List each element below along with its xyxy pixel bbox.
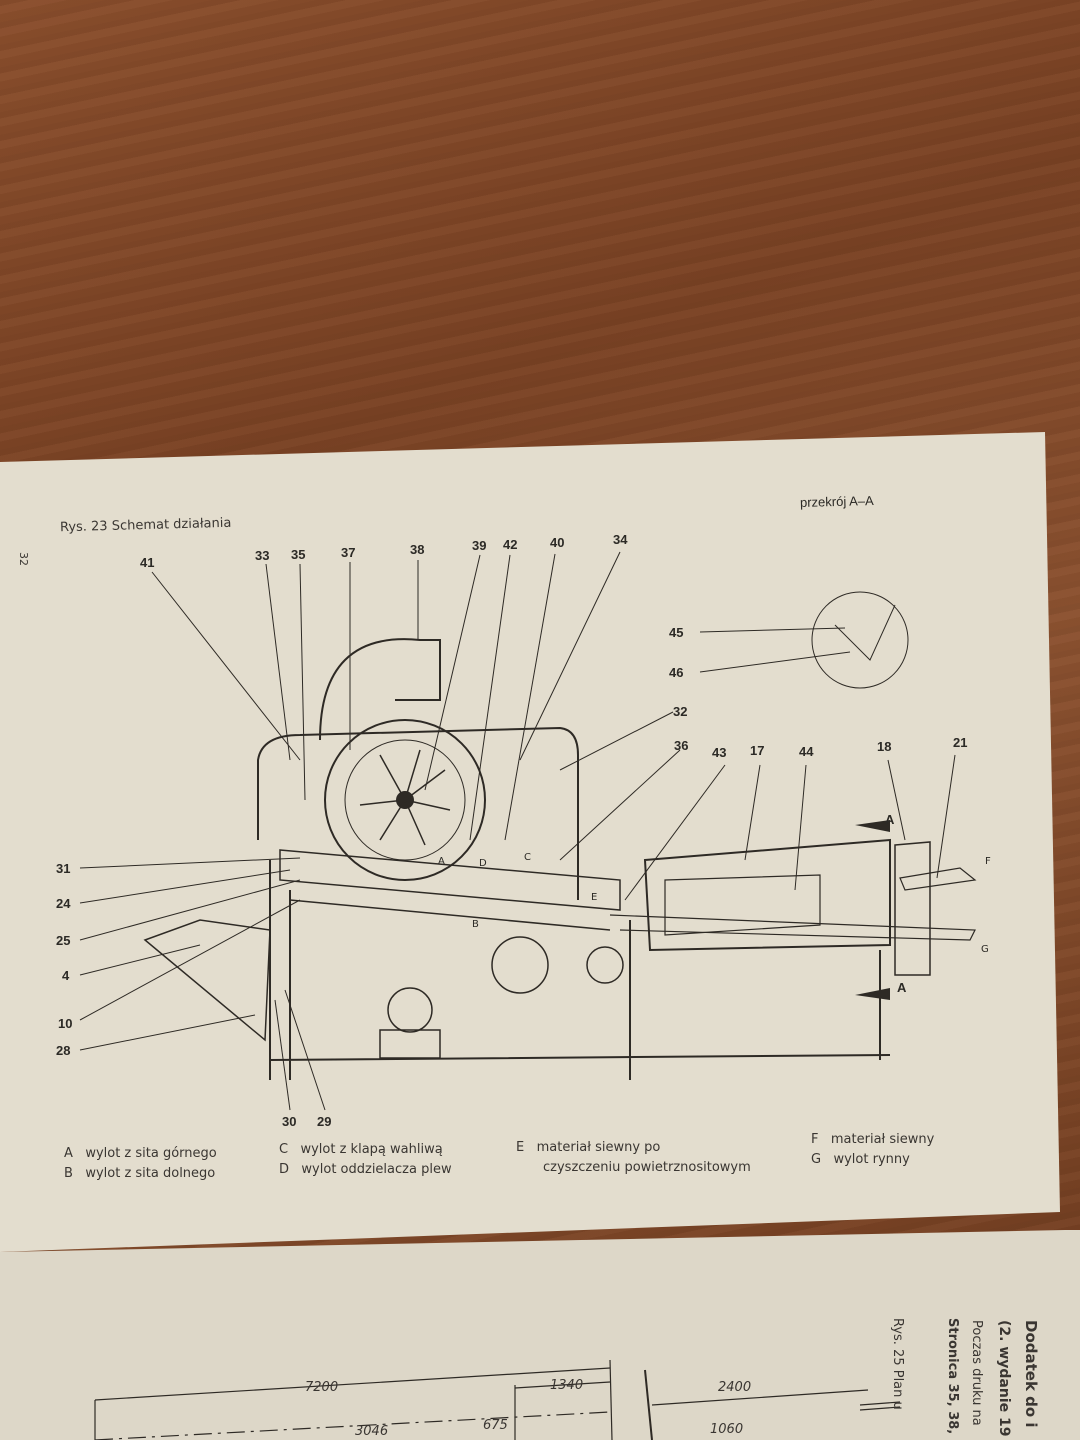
legend-item-a: A wylot z sita górnego [64,1146,217,1161]
pulley-small [586,946,624,984]
section-mark: A [897,980,907,995]
callout: 24 [56,896,71,911]
side-text: Dodatek do i [1022,1320,1040,1428]
callout: 30 [282,1114,297,1129]
book-page-top [0,432,1060,1252]
fan-wheel [324,719,486,881]
callout: 43 [712,745,727,760]
dimension-label: 1060 [710,1422,744,1437]
callout: 40 [550,535,565,550]
section-caption: przekrój A–A [799,493,874,510]
hopper [143,919,271,1042]
dimension-label: 7200 [305,1380,339,1395]
callout: 41 [140,555,155,570]
callout: 35 [291,547,306,562]
callout: 21 [953,735,968,750]
callout: 46 [669,665,684,680]
book-page-bottom [0,1230,1080,1440]
circled-label: D [479,858,487,869]
page-number: 32 [17,552,30,566]
circled-label: F [985,856,991,867]
section-mark: A [885,812,895,827]
callout: 17 [750,743,765,758]
callout: 45 [669,625,684,640]
circled-label: B [472,919,479,930]
callout: 38 [410,542,425,557]
callout: 34 [613,532,628,547]
legend-item-c: C wylot z klapą wahliwą [279,1142,443,1157]
dimension-label: 675 [483,1418,508,1433]
housing-outline [257,726,579,900]
callout: 44 [799,744,814,759]
circled-label: E [591,892,598,903]
fan-inlet [319,638,441,741]
callout: 42 [503,537,518,552]
side-text: Stronica 35, 38, [945,1318,960,1435]
callout: 18 [877,739,892,754]
side-text: (2. wydanie 19 [996,1320,1012,1437]
side-text: Rys. 25 Plan u [890,1318,905,1410]
motor [387,987,433,1033]
callout: 28 [56,1043,71,1058]
callout: 31 [56,861,71,876]
circled-label: C [524,852,531,863]
callout: 39 [472,538,487,553]
dimension-label: 2400 [718,1380,752,1395]
legend-item-b: B wylot z sita dolnego [64,1166,216,1181]
circled-label: G [981,944,989,955]
legend-item-e-cont: czyszczeniu powietrznositowym [543,1160,751,1175]
legend-item-e: E materiał siewny po [516,1140,661,1155]
pulley-large [491,936,549,994]
frame-legs [269,860,891,1080]
callout: 4 [62,968,70,983]
legend-item-d: D wylot oddzielacza plew [279,1162,452,1177]
dimension-label: 3046 [355,1424,389,1439]
drum [643,838,891,952]
side-text: Poczas druku na [969,1320,984,1426]
callout: 37 [341,545,356,560]
callout: 29 [317,1114,332,1129]
callout: 33 [255,548,270,563]
callout: 36 [674,738,689,753]
callout: 32 [673,704,688,719]
circled-label: A [438,856,445,867]
callout: 10 [58,1016,73,1031]
detail-circle [811,591,909,689]
sieve-box [279,849,621,911]
legend-item-g: G wylot rynny [811,1152,910,1167]
dimension-label: 1340 [550,1378,584,1393]
callout: 25 [56,933,71,948]
legend-item-f: F materiał siewny [811,1132,935,1147]
